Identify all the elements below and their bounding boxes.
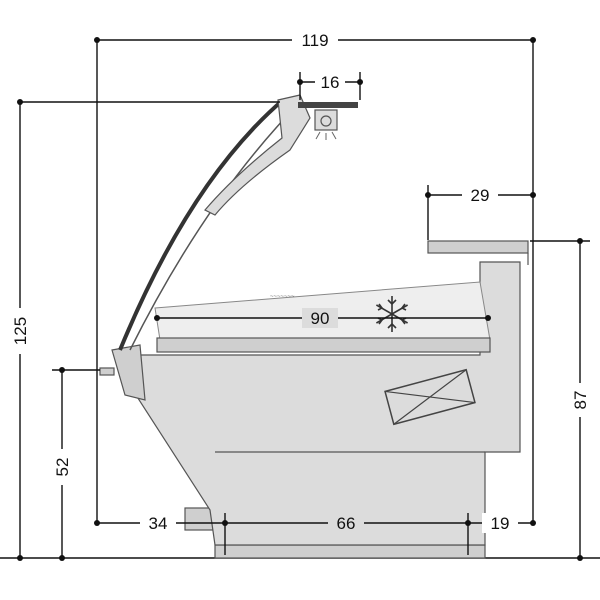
base-plinth	[214, 544, 486, 559]
top-shelf	[427, 240, 529, 254]
lamp-housing	[314, 109, 338, 131]
front-panel	[111, 344, 146, 401]
front-hinge	[99, 367, 115, 376]
curved-glass	[118, 98, 285, 351]
front-height-label: 52	[53, 458, 72, 477]
glass-frame	[129, 117, 286, 351]
overall-width-label: 119	[301, 31, 328, 50]
top-shelf-width-label: 29	[471, 186, 490, 205]
counter-height-label: 87	[571, 391, 590, 410]
display-shelf	[156, 337, 491, 353]
dimension-labels: 119 16 29 125 90 52 87 34 66 19	[10, 30, 590, 533]
canopy-width-label: 16	[321, 73, 340, 92]
lamp-bulb	[320, 115, 332, 127]
canopy-bar	[298, 102, 358, 108]
lamp-rays	[315, 131, 337, 140]
display-counter-drawing: ~~~~~~~	[0, 94, 600, 559]
front-overhang-label: 34	[149, 514, 168, 533]
inner-depth-label: 90	[311, 309, 330, 328]
overall-height-label: 125	[11, 317, 30, 345]
storage-box-icon	[384, 368, 476, 426]
base-width-label: 66	[337, 514, 356, 533]
canopy-arm	[204, 94, 311, 216]
lower-cabinet	[124, 261, 521, 546]
deck-texture: ~~~~~~~	[270, 294, 295, 300]
rear-overhang-label: 19	[491, 514, 510, 533]
dimension-lines	[17, 37, 590, 561]
